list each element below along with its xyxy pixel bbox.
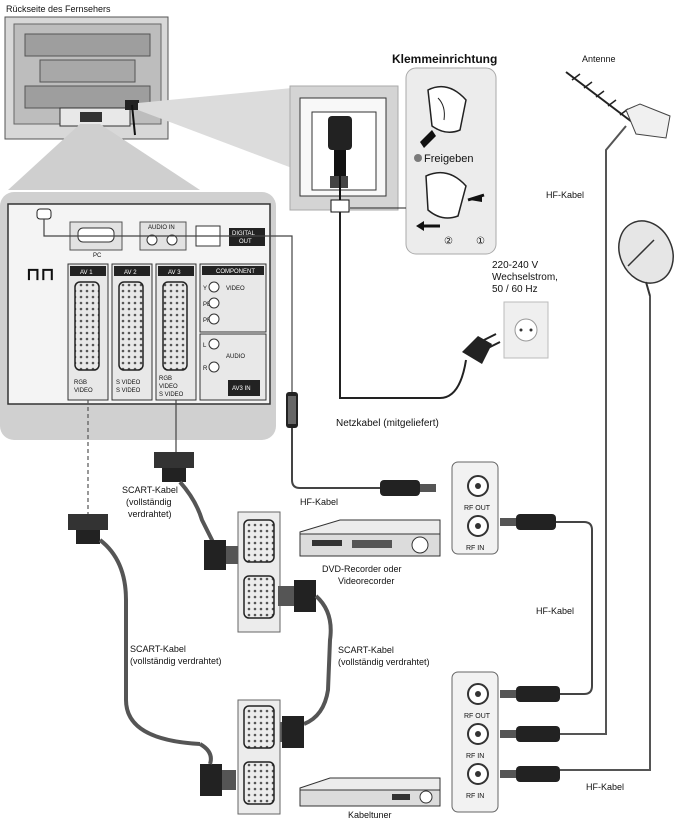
scart-label-3b: (vollständig verdrahtet) — [338, 657, 430, 667]
y-label: Y — [203, 286, 207, 292]
audio-in-label: AUDIO IN — [148, 225, 175, 231]
hf-cable-dvd-tuner — [556, 521, 593, 695]
tuner-rf-in-label-2: RF IN — [466, 793, 484, 800]
hf-plug-tuner-in-1 — [500, 726, 560, 742]
av3-sub-label-1: RGB — [159, 376, 172, 382]
audio-label: AUDIO — [226, 354, 245, 360]
scart-plug-av3 — [154, 452, 194, 482]
av3-label: AV 3 — [168, 270, 181, 276]
dvd-rf-out-label: RF OUT — [464, 505, 491, 512]
power-socket-inset — [289, 85, 399, 213]
av3-in-label: AV3 IN — [232, 386, 251, 392]
clamp-inset: Freigeben ② ① — [405, 67, 497, 255]
scart-cable-av1-tuner — [98, 538, 201, 746]
dvd-scart-ports — [237, 511, 281, 633]
av3-sub-label-2: VIDEO — [159, 384, 178, 390]
r-label: R — [203, 366, 208, 372]
pr-label: PR — [203, 318, 212, 324]
hf-cable-antenna-label: HF-Kabel — [546, 190, 584, 200]
power-voltage: 220-240 V — [492, 260, 538, 271]
dish-cable — [560, 296, 651, 771]
tuner-scart-ports — [237, 699, 281, 815]
hf-cable-label-1: HF-Kabel — [300, 497, 338, 507]
antenna-cable — [605, 125, 627, 730]
hf-plug-tuner-in-2 — [500, 766, 560, 782]
tv-antenna-lead — [43, 219, 293, 392]
av1-label: AV 1 — [80, 270, 93, 276]
release-arrow-left-icon — [416, 221, 424, 231]
hf-plug-dvd-out — [380, 480, 436, 496]
power-cable — [339, 212, 467, 399]
cable-tuner-label: Kabeltuner — [348, 810, 392, 820]
power-plug-icon — [462, 333, 501, 364]
scart-label-2b: (vollständig verdrahtet) — [130, 656, 222, 666]
scart-label-2a: SCART-Kabel — [130, 644, 186, 654]
av2-sub-label-2: S VIDEO — [116, 388, 141, 394]
tuner-rf-out-label: RF OUT — [464, 713, 491, 720]
power-frequency: 50 / 60 Hz — [492, 284, 538, 295]
component-label: COMPONENT — [216, 269, 255, 275]
terminal-panel: PC AUDIO IN DIGITAL OUT ⊓⊓ AV 1 RGB VIDE… — [0, 192, 276, 440]
tuner-rf-in-label-1: RF IN — [466, 753, 484, 760]
scart-plug-dvd-2 — [278, 580, 316, 612]
hf-plug-tuner-out — [500, 686, 560, 702]
av2-label: AV 2 — [124, 270, 137, 276]
cable-tuner-icon — [299, 777, 441, 807]
scart-cable-dvd-tuner — [303, 594, 333, 726]
scart-plug-dvd-1 — [204, 540, 238, 570]
power-current: Wechselstrom, — [492, 272, 558, 283]
hf-cable-label-3: HF-Kabel — [586, 782, 624, 792]
hf-cable-tv-dvd — [291, 428, 380, 489]
tv-back-title: Rückseite des Fernsehers — [6, 4, 111, 14]
av1-sub-label-1: RGB — [74, 380, 87, 386]
scart-plug-av1 — [68, 514, 108, 544]
terminal-symbol-icon: ⊓⊓ — [26, 264, 55, 285]
digital-out-label-2: OUT — [239, 239, 252, 245]
scart-label-1c: verdrahtet) — [128, 509, 172, 519]
dvd-label-1: DVD-Recorder oder — [322, 564, 402, 574]
l-label: L — [203, 343, 207, 349]
zoom-callout-plug — [138, 88, 292, 168]
dvd-rf-in-label: RF IN — [466, 545, 484, 552]
dvd-rf-panel: RF OUT RF IN — [451, 461, 499, 555]
av3-sub-label-3: S VIDEO — [159, 392, 184, 398]
wall-outlet-icon — [503, 301, 549, 359]
video-label: VIDEO — [226, 286, 245, 292]
scart-label-1a: SCART-Kabel — [122, 485, 178, 495]
step-2-label: ② — [444, 236, 453, 247]
scart-label-3a: SCART-Kabel — [338, 645, 394, 655]
satellite-dish-icon — [618, 220, 674, 297]
dvd-recorder-icon — [299, 519, 441, 557]
clamp-arrow-icon — [420, 130, 436, 148]
scart-plug-tuner-2 — [200, 764, 236, 796]
antenna-label: Antenne — [582, 54, 616, 64]
hf-cable-label-2: HF-Kabel — [536, 606, 574, 616]
release-label: Freigeben — [424, 153, 474, 165]
scart-cable-av3-dvd — [178, 480, 216, 545]
av2-sub-label-1: S VIDEO — [116, 380, 141, 386]
pc-label: PC — [93, 253, 102, 259]
hf-plug-tv — [286, 392, 298, 428]
hf-plug-dvd-in — [500, 514, 556, 530]
pb-label: PB — [203, 302, 211, 308]
av1-sub-label-2: VIDEO — [74, 388, 93, 394]
scart-label-1b: (vollständig — [126, 497, 172, 507]
clamp-title: Klemmeinrichtung — [392, 52, 497, 66]
antenna-icon — [565, 71, 671, 139]
tv-back-thumbnail — [4, 16, 169, 140]
dvd-label-2: Videorecorder — [338, 576, 394, 586]
bullet-icon — [414, 154, 422, 162]
zoom-callout — [8, 124, 200, 190]
digital-out-label: DIGITAL — [232, 231, 256, 237]
power-cable-label: Netzkabel (mitgeliefert) — [336, 418, 439, 429]
step-1-label: ① — [476, 236, 485, 247]
tuner-rf-panel: RF OUT RF IN RF IN — [451, 671, 499, 813]
